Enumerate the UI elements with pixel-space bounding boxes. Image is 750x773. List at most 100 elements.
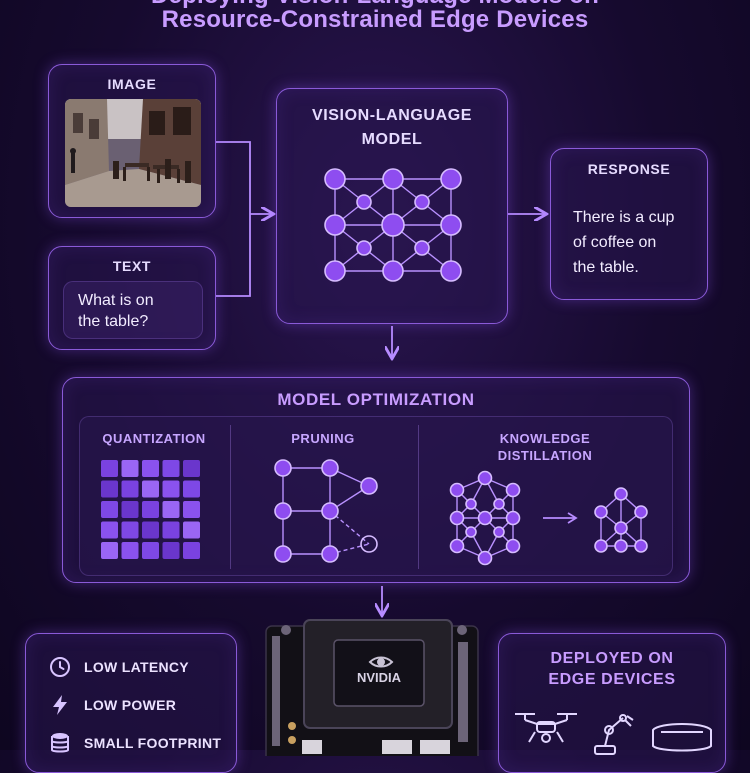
feature-low-latency: LOW LATENCY xyxy=(48,655,189,679)
pruning-label: PRUNING xyxy=(291,431,355,446)
chip-brand-label: NVIDIA xyxy=(357,670,402,685)
text-input-card: TEXT What is on the table? xyxy=(48,246,216,350)
quantization-cell xyxy=(183,501,200,518)
connector-pins xyxy=(272,636,468,746)
model-node xyxy=(440,214,462,236)
response-line-3: the table. xyxy=(573,259,639,276)
quantization-cell xyxy=(142,460,159,477)
teacher-node xyxy=(465,498,477,510)
pruning-network xyxy=(274,459,378,563)
feature-small-footprint: SMALL FOOTPRINT xyxy=(48,731,221,755)
vision-language-model-card: VISION-LANGUAGE MODEL xyxy=(276,88,508,324)
model-optimization-card: MODEL OPTIMIZATION QUANTIZATION PRUNING … xyxy=(62,377,690,583)
quantization-cell xyxy=(101,521,118,539)
text-line-2: the table? xyxy=(78,313,149,330)
teacher-node xyxy=(493,498,505,510)
robot-arm-icon xyxy=(594,714,634,755)
quantization-cell xyxy=(121,521,139,539)
model-node xyxy=(324,214,346,236)
student-node xyxy=(614,487,628,501)
pruning-node xyxy=(274,459,292,477)
deployment-card: DEPLOYED ON EDGE DEVICES xyxy=(498,633,726,773)
teacher-node xyxy=(505,482,521,498)
quantization-cell xyxy=(183,480,200,498)
street-cafe-photo xyxy=(65,99,201,207)
pruning-node xyxy=(321,502,339,520)
quantization-cell xyxy=(162,542,180,559)
model-node xyxy=(381,213,405,237)
text-card-label: TEXT xyxy=(112,258,152,274)
image-connector xyxy=(216,141,251,214)
pruning-node xyxy=(274,545,292,563)
model-node xyxy=(382,168,404,190)
model-node xyxy=(324,168,346,190)
model-node xyxy=(324,260,346,282)
student-node xyxy=(594,539,608,553)
response-line-2: of coffee on xyxy=(573,234,657,251)
model-node xyxy=(440,260,462,282)
teacher-node xyxy=(505,510,521,526)
quantization-cell xyxy=(183,542,200,559)
pruning-node xyxy=(274,502,292,520)
quantization-cell xyxy=(121,480,139,498)
response-card-label: RESPONSE xyxy=(587,161,671,177)
model-label-line1: VISION-LANGUAGE xyxy=(311,107,473,124)
deployment-label-line1: DEPLOYED ON xyxy=(550,650,674,667)
teacher-node xyxy=(505,538,521,554)
student-node xyxy=(634,505,648,519)
quantization-cell xyxy=(121,542,139,559)
quantization-cell xyxy=(121,501,139,518)
teacher-node xyxy=(449,510,465,526)
lightning-icon xyxy=(53,695,67,715)
quantization-cell xyxy=(142,542,159,559)
quantization-cell xyxy=(162,501,180,518)
database-icon xyxy=(51,733,69,753)
section-divider-2 xyxy=(418,425,419,569)
feature-label: LOW POWER xyxy=(84,697,177,713)
text-line-1: What is on xyxy=(78,292,154,309)
feature-label: SMALL FOOTPRINT xyxy=(84,735,222,751)
quantization-cell xyxy=(162,480,180,498)
student-network xyxy=(594,487,648,553)
quantization-cell xyxy=(142,480,159,498)
model-label-line2: MODEL xyxy=(361,131,423,148)
teacher-node xyxy=(477,510,493,526)
feature-low-power: LOW POWER xyxy=(48,693,176,717)
teacher-node xyxy=(449,482,465,498)
teacher-node xyxy=(477,550,493,566)
feature-label: LOW LATENCY xyxy=(84,659,189,675)
image-card-label: IMAGE xyxy=(107,76,157,92)
clock-icon xyxy=(50,657,70,677)
quantization-cell xyxy=(101,501,118,518)
nvidia-eye-icon xyxy=(368,656,394,668)
quantization-grid xyxy=(101,460,200,559)
student-node xyxy=(614,539,628,553)
pruning-node xyxy=(321,459,339,477)
quantization-cell xyxy=(142,521,159,539)
pruned-node xyxy=(360,535,378,553)
model-node xyxy=(382,260,404,282)
teacher-node xyxy=(493,526,505,538)
quantization-cell xyxy=(101,460,118,477)
student-node xyxy=(614,521,628,535)
pruning-node xyxy=(321,545,339,563)
vr-headset-icon xyxy=(652,723,712,752)
student-node xyxy=(634,539,648,553)
quantization-cell xyxy=(162,521,180,539)
model-node xyxy=(440,168,462,190)
optimization-graphics xyxy=(101,459,648,566)
model-node xyxy=(356,240,372,256)
teacher-node xyxy=(465,526,477,538)
teacher-node xyxy=(449,538,465,554)
quantization-cell xyxy=(121,460,139,477)
pruning-node xyxy=(360,477,378,495)
distillation-arrowhead xyxy=(567,512,578,524)
edge-hardware-board: NVIDIA xyxy=(265,619,479,756)
page-title-line2: Resource-Constrained Edge Devices xyxy=(161,6,589,33)
section-divider-1 xyxy=(230,425,231,569)
quantization-cell xyxy=(162,460,180,477)
quantization-cell xyxy=(183,521,200,539)
chip xyxy=(333,639,425,707)
quantization-cell xyxy=(101,542,118,559)
text-bubble: What is on the table? xyxy=(63,281,203,339)
